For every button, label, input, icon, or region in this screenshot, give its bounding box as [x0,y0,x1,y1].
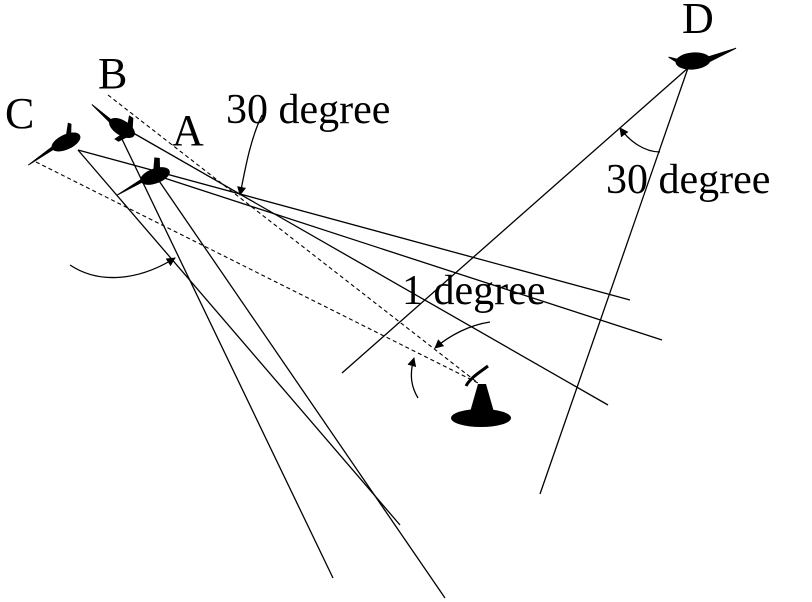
aircraft-icon [668,47,737,70]
beam-line [154,174,446,599]
aircraft-d-beams [341,67,689,495]
aircraft-c-beams [35,149,631,526]
angle-arc-large [69,257,176,279]
beam-dashed-line [35,161,479,384]
beam-line [127,129,609,406]
beam-line [539,67,689,495]
beam-line [77,149,631,301]
label-b: B [98,49,127,98]
beam-line [77,149,401,526]
angle-label-left: 30 degree [226,87,390,133]
aircraft-b-beams [107,94,609,579]
aircraft-icon [116,157,170,196]
label-a: A [172,106,204,155]
ground-antenna-icon [451,364,511,427]
aircraft-icon [27,122,81,166]
beam-dashed-line [107,94,479,384]
angle-arc-30-left [237,114,263,196]
angle-label-right: 30 degree [606,157,770,203]
label-d: D [682,0,714,43]
aircraft-a-beams [154,174,663,599]
angle-arc-30-right [619,127,661,153]
beam-line [341,67,689,374]
beam-line [154,174,663,341]
angle-arc-1-lower [407,357,419,399]
angle-label-one-degree: 1 degree [402,268,545,314]
label-c: C [5,89,34,138]
angle-arc-1-upper [434,321,491,349]
aircraft-icon [91,104,135,142]
beam-line [119,134,334,579]
